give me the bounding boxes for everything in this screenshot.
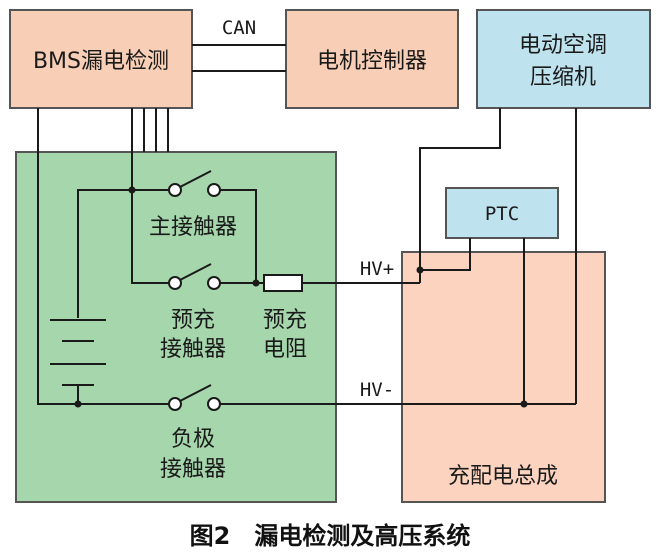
main-contactor-label: 主接触器: [149, 215, 237, 240]
main-contactor-terminal: [168, 183, 182, 197]
neg-contactor-terminal: [168, 397, 182, 411]
precharge-contactor-label-line2: 接触器: [160, 337, 226, 362]
precharge-contactor-terminal: [168, 276, 182, 290]
precharge-resistor-label-line2: 电阻: [263, 337, 307, 362]
bms-box: [9, 9, 193, 109]
compressor-box: [476, 9, 651, 109]
precharge-resistor-label-line1: 预充: [263, 308, 307, 333]
precharge-resistor: [263, 274, 303, 292]
ptc-box: [445, 187, 559, 239]
can-label: CAN: [222, 17, 256, 39]
junction-dot: [252, 279, 260, 287]
neg-contactor-label-line2: 接触器: [160, 457, 226, 482]
motor-controller-box: [285, 9, 459, 109]
junction-dot: [74, 400, 82, 408]
bms-wire-left: [37, 108, 132, 405]
neg-contactor-blade: [179, 384, 212, 402]
compressor-label-line1: 电动空调: [519, 33, 607, 58]
ptc-label: PTC: [485, 203, 519, 225]
compressor-pos-wire: [419, 108, 501, 270]
motor-controller-label: 电机控制器: [317, 49, 427, 74]
junction-dot: [520, 400, 528, 408]
hv-pos-label: HV+: [360, 258, 394, 280]
charging-unit-label: 充配电总成: [448, 464, 558, 489]
main-contactor-blade: [179, 170, 212, 188]
compressor-label-line2: 压缩机: [530, 65, 596, 90]
hv-neg-label: HV-: [360, 379, 394, 401]
precharge-contactor-label-line1: 预充: [171, 308, 215, 333]
charging-unit-box: [401, 251, 606, 503]
main-contactor-wire-out: [220, 189, 257, 283]
precharge-contactor-blade: [179, 263, 212, 281]
neg-contactor-terminal: [207, 397, 221, 411]
battery-pos-rail: [77, 189, 132, 318]
main-contactor-terminal: [207, 183, 221, 197]
battery-pack-box: [15, 151, 337, 503]
precharge-wire-in: [131, 190, 168, 284]
figure-caption: 图2 漏电检测及高压系统: [190, 522, 471, 550]
ptc-pos-wire: [420, 238, 471, 271]
bms-label: BMS漏电检测: [33, 49, 169, 74]
precharge-contactor-terminal: [207, 276, 221, 290]
neg-contactor-label-line1: 负极: [171, 427, 215, 452]
